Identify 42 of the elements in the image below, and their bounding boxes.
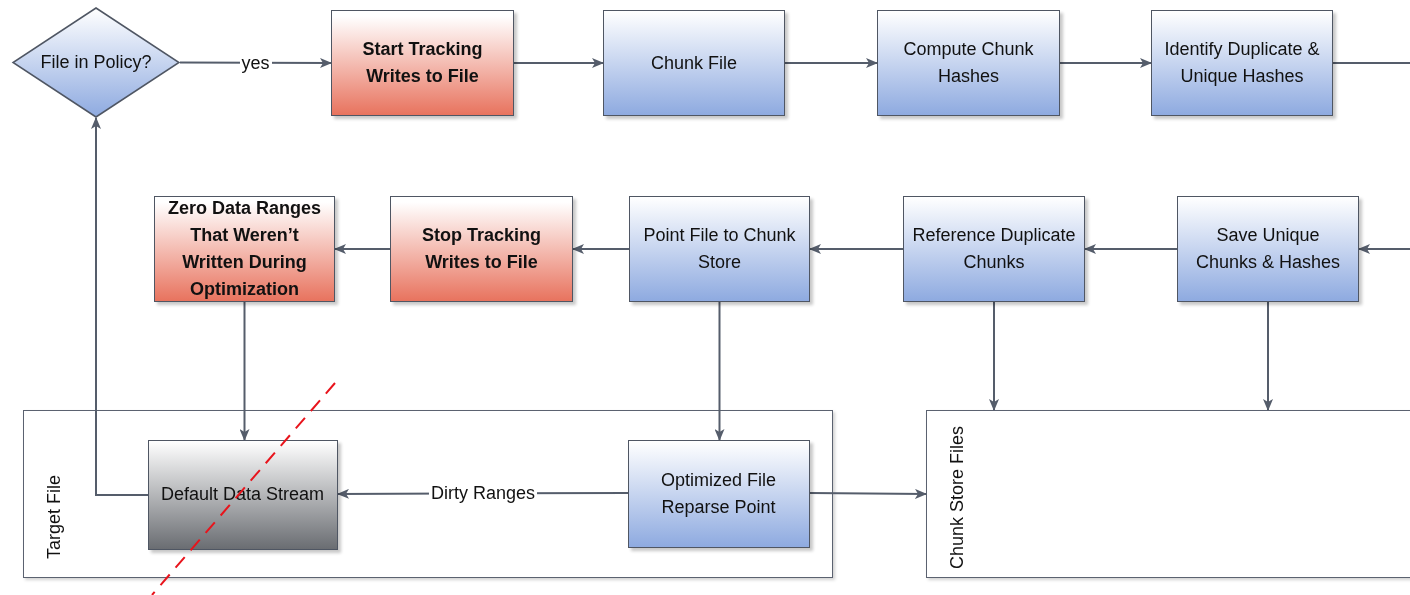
process-box (627, 439, 810, 548)
arrow (784, 58, 878, 68)
arrow (1332, 62, 1410, 254)
arrow (809, 244, 904, 254)
step-label: Zero Data Ranges That Weren’t Written During Optimization (166, 197, 322, 301)
process-box (877, 10, 1060, 116)
arrow (572, 244, 630, 254)
group-label: Target File (43, 473, 65, 559)
step-label: File in Policy? (40, 51, 152, 74)
group-frame (926, 410, 1410, 578)
arrow (989, 301, 999, 411)
step-label: Identify Duplicate & Unique Hashes (1163, 38, 1321, 88)
process-box (603, 10, 785, 116)
step-label: Save Unique Chunks & Hashes (1194, 224, 1342, 274)
process-box (147, 439, 338, 550)
step-label: Default Data Stream (160, 483, 325, 506)
arrow (334, 244, 391, 254)
step-label: Start Tracking Writes to File (361, 38, 484, 88)
arrow (239, 301, 250, 441)
step-label: Compute Chunk Hashes (902, 38, 1035, 88)
step-label: Optimized File Reparse Point (660, 468, 777, 519)
process-box (1151, 10, 1333, 116)
arrow (809, 488, 927, 499)
group-frame (23, 410, 833, 578)
arrow (91, 117, 149, 496)
arrow (714, 301, 725, 441)
step-label: Reference Duplicate Chunks (912, 224, 1076, 274)
step-label: Point File to Chunk Store (642, 224, 797, 274)
step-label: Chunk File (650, 51, 737, 75)
process-box (154, 196, 335, 302)
arrow (513, 58, 604, 68)
process-box (390, 196, 573, 302)
process-box (903, 196, 1085, 302)
process-box (331, 10, 514, 116)
step-label: Stop Tracking Writes to File (421, 224, 542, 274)
decision-diamond (12, 7, 180, 118)
arrow (1084, 244, 1178, 254)
process-box (1177, 196, 1359, 302)
group-label: Chunk Store Files (946, 424, 968, 569)
process-box (629, 196, 810, 302)
arrow (1263, 301, 1273, 411)
arrow (1059, 58, 1152, 68)
